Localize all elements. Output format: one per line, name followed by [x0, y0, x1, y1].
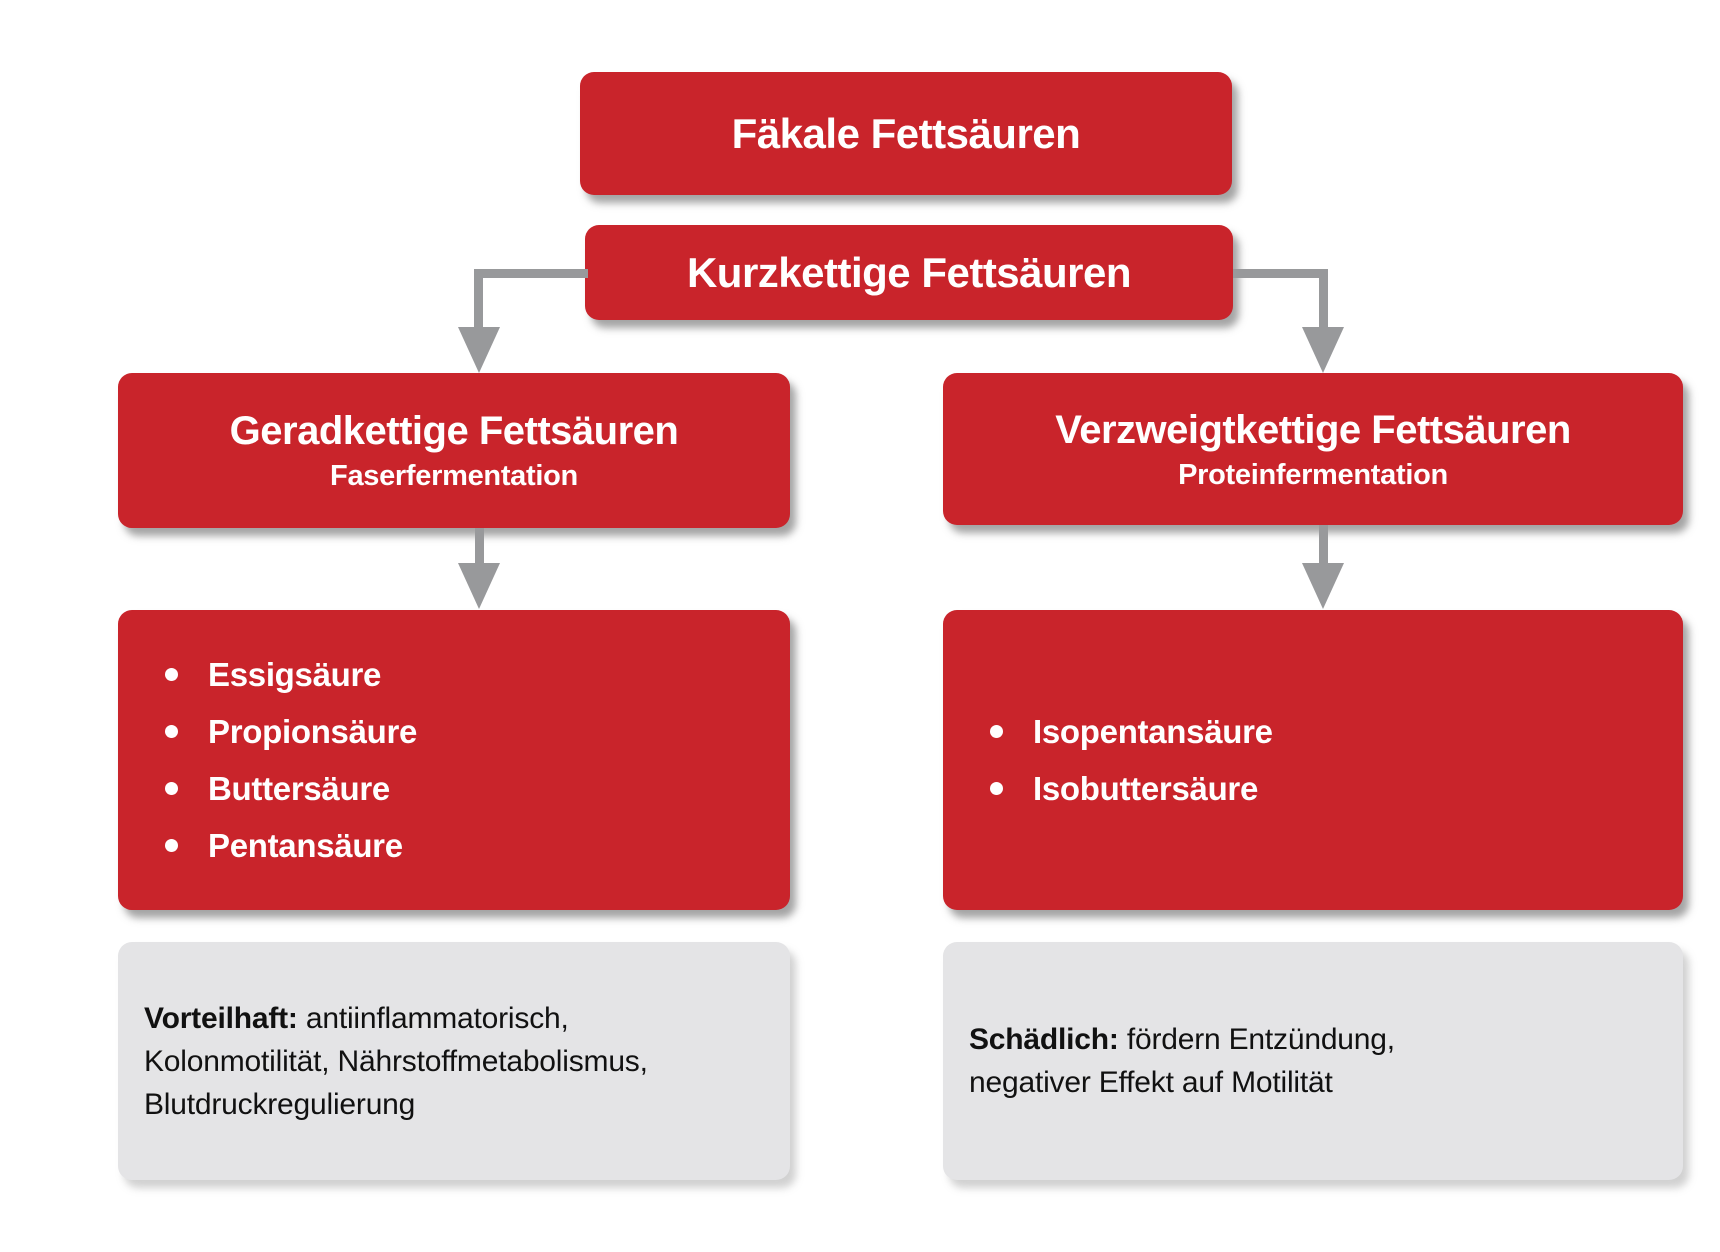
connector-right-vertical [1319, 269, 1328, 329]
note-line: Kolonmotilität, Nährstoffmetabolismus, [144, 1044, 648, 1078]
list-item: Buttersäure [118, 760, 790, 817]
connector-right-horizontal [1233, 269, 1328, 278]
node-straight-chain-title: Geradkettige Fettsäuren [229, 409, 679, 453]
node-short-chain-label: Kurzkettige Fettsäuren [686, 248, 1132, 296]
connector-left-list-vertical [475, 528, 484, 566]
note-harmful-text: fördern Entzündung, [1118, 1023, 1395, 1056]
note-beneficial-text: antiinflammatorisch, [297, 1001, 569, 1035]
note-line: Blutdruckregulierung [144, 1087, 416, 1121]
connector-left-vertical [474, 269, 483, 329]
note-beneficial-lead: Vorteilhaft: [144, 1001, 298, 1035]
node-branched-chain-title: Verzweigtkettige Fettsäuren [1055, 407, 1571, 452]
node-root: Fäkale Fettsäuren [580, 72, 1232, 195]
node-branched-chain: Verzweigtkettige Fettsäuren Proteinferme… [943, 373, 1683, 525]
arrow-down-icon [1302, 563, 1344, 609]
node-straight-chain: Geradkettige Fettsäuren Faserfermentatio… [118, 373, 790, 528]
arrow-down-icon [458, 563, 500, 609]
connector-left-horizontal [478, 269, 588, 278]
note-line: negativer Effekt auf Motilität [969, 1066, 1333, 1099]
list-item: Essigsäure [118, 646, 790, 703]
node-root-label: Fäkale Fettsäuren [731, 109, 1081, 157]
list-item: Propionsäure [118, 703, 790, 760]
node-straight-chain-subtitle: Faserfermentation [330, 460, 578, 492]
arrow-down-icon [458, 327, 500, 373]
list-item: Isopentansäure [943, 703, 1683, 760]
node-short-chain: Kurzkettige Fettsäuren [585, 225, 1233, 320]
list-item: Pentansäure [118, 817, 790, 874]
note-harmful: Schädlich: fördern Entzündung, negativer… [943, 942, 1683, 1180]
arrow-down-icon [1302, 327, 1344, 373]
node-branched-chain-subtitle: Proteinfermentation [1178, 458, 1448, 491]
note-line: Schädlich: fördern Entzündung, [969, 1018, 1657, 1061]
note-line: Vorteilhaft: antiinflammatorisch, [144, 997, 764, 1040]
connector-right-list-vertical [1319, 525, 1328, 566]
note-harmful-lead: Schädlich: [969, 1023, 1119, 1056]
note-beneficial: Vorteilhaft: antiinflammatorisch, Kolonm… [118, 942, 790, 1180]
list-item: Isobuttersäure [943, 760, 1683, 817]
